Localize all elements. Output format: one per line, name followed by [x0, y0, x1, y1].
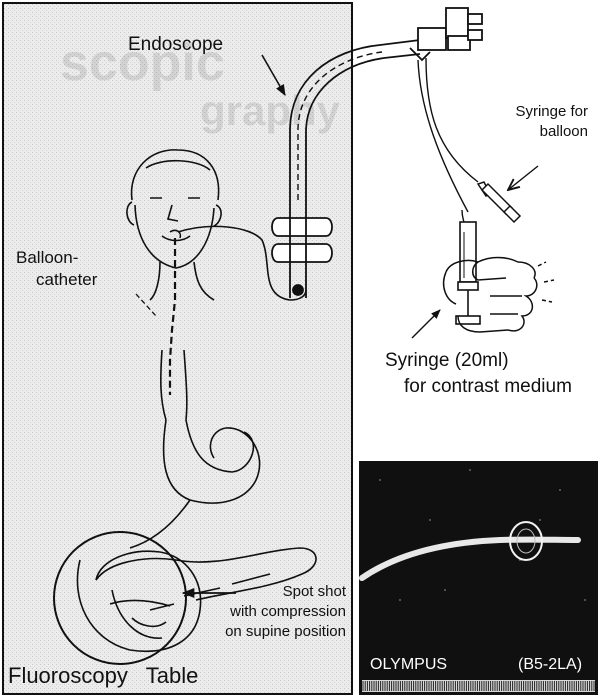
spot-shot-label-line2: with compression	[190, 604, 346, 621]
balloon-syringe	[478, 182, 520, 222]
contrast-syringe-arrow	[412, 310, 440, 338]
balloon-syringe-arrow	[508, 166, 538, 190]
spot-shot-label-line1: Spot shot	[190, 584, 346, 601]
endoscope-label: Endoscope	[128, 34, 223, 55]
syringe-balloon-label-line2: balloon	[470, 124, 588, 141]
balloon-catheter-label-line1: Balloon-	[16, 248, 78, 267]
syringe-lines	[418, 58, 478, 232]
spot-shot-label-line3: on supine position	[190, 624, 346, 641]
syringe-balloon-label-line1: Syringe for	[470, 104, 588, 121]
photo-model: (B5-2LA)	[518, 656, 582, 674]
balloon-catheter-label-line2: catheter	[36, 270, 97, 289]
syringe-contrast-label-line2: for contrast medium	[404, 376, 572, 397]
svg-text:graphy: graphy	[200, 87, 341, 134]
syringe-contrast-label-line1: Syringe (20ml)	[385, 350, 509, 371]
photo-brand: OLYMPUS	[370, 656, 447, 674]
contrast-syringe	[456, 222, 480, 324]
fluoroscopy-table-label: Fluoroscopy Table	[8, 664, 198, 689]
